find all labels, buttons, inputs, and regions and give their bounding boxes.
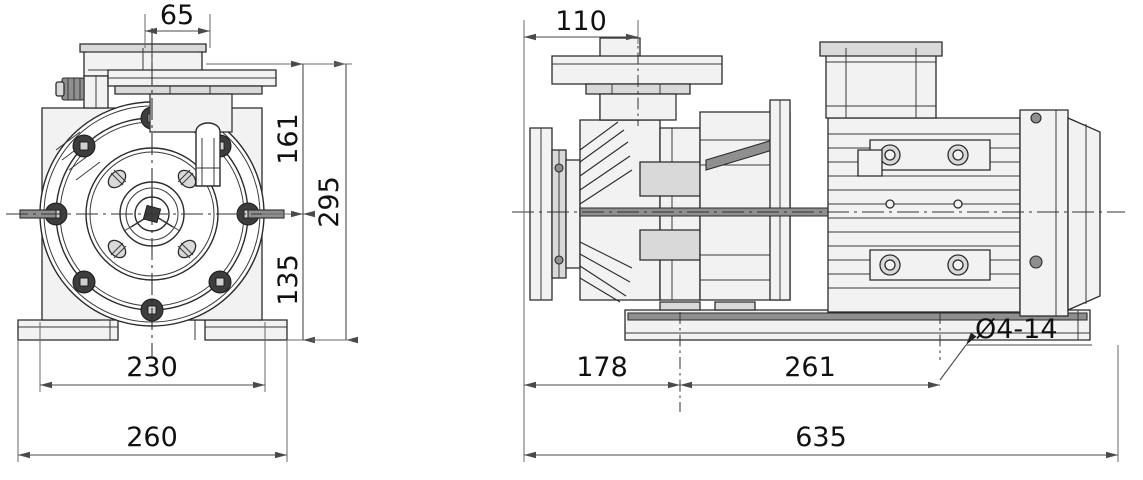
casing-rib-hatch bbox=[579, 121, 633, 303]
dimension-295: 295 bbox=[312, 60, 358, 344]
casing-screws bbox=[107, 169, 197, 259]
dimension-260-text: 260 bbox=[126, 422, 178, 453]
side-view-suction-flange bbox=[529, 127, 581, 301]
motor-bolt-heads bbox=[879, 144, 969, 276]
front-view-group bbox=[6, 28, 300, 356]
front-view-dimensions: 65 161 135 295 230 bbox=[17, 0, 358, 462]
cable-gland-icon bbox=[55, 77, 85, 101]
side-view-terminal-box bbox=[819, 41, 943, 119]
side-view-discharge-flange bbox=[551, 55, 723, 121]
dimension-110-text: 110 bbox=[555, 6, 607, 37]
dimension-161-text: 161 bbox=[273, 113, 304, 165]
dimension-230-text: 230 bbox=[126, 352, 178, 383]
side-view-group bbox=[512, 30, 1125, 412]
dimension-135-text: 135 bbox=[273, 254, 304, 306]
dimension-260: 260 bbox=[17, 340, 288, 462]
dimension-261-text: 261 bbox=[784, 352, 836, 383]
dimension-65-text: 65 bbox=[160, 0, 194, 31]
dimension-635: 635 bbox=[523, 345, 1119, 462]
dimension-295-text: 295 bbox=[314, 176, 345, 228]
hole-callout: Ø4-14 bbox=[939, 314, 1092, 381]
hub-spokes bbox=[123, 182, 181, 232]
side-view-dimensions: 110 178 261 Ø4-14 635 bbox=[523, 6, 1119, 462]
dimension-230: 230 bbox=[39, 322, 266, 392]
dimension-161: 161 bbox=[206, 60, 315, 218]
dimension-635-text: 635 bbox=[795, 422, 847, 453]
side-view-motor bbox=[827, 109, 1101, 317]
dimension-178: 178 bbox=[523, 56, 680, 392]
hole-callout-text: Ø4-14 bbox=[975, 314, 1058, 345]
dimension-178-text: 178 bbox=[576, 352, 628, 383]
dimension-65: 65 bbox=[144, 0, 211, 48]
dimension-110: 110 bbox=[523, 6, 639, 56]
dimension-135: 135 bbox=[273, 210, 315, 344]
dimension-261: 261 bbox=[680, 352, 940, 389]
front-view-discharge-flange bbox=[107, 69, 277, 187]
front-view-terminal-box bbox=[55, 43, 207, 109]
side-view-bearing-bracket bbox=[639, 99, 791, 301]
